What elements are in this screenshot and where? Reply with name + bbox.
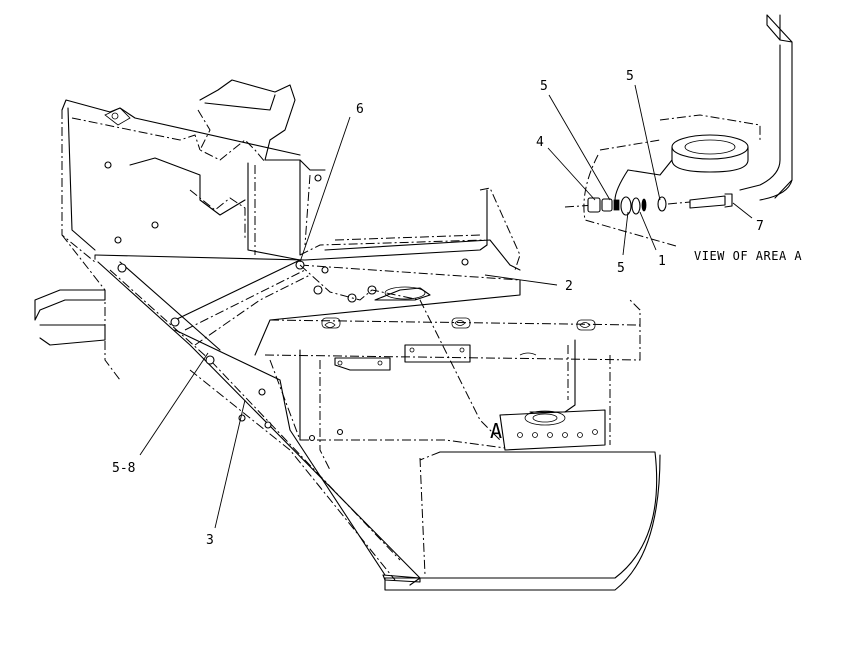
callout-2: 2: [565, 279, 573, 294]
callout-7: 7: [756, 219, 764, 234]
frame-assembly: [34, 79, 661, 591]
detail-view-area-a: [564, 14, 793, 247]
callout-5-8: 5-8: [112, 461, 135, 476]
leader-lines: [139, 84, 753, 529]
callout-6: 6: [356, 102, 364, 117]
callout-1: 1: [658, 254, 666, 269]
callout-5-top-right: 5: [626, 69, 634, 84]
view-caption: VIEW OF AREA A: [694, 249, 802, 263]
callout-5-top-left: 5: [540, 79, 548, 94]
callout-5-bottom: 5: [617, 261, 625, 276]
area-a-marker: A: [490, 419, 502, 443]
callout-4: 4: [536, 135, 544, 150]
callout-3: 3: [206, 533, 214, 548]
callout-labels: 6 2 5-8 3 5 5 4 5 1 7 A VIEW OF AREA A: [112, 69, 802, 548]
